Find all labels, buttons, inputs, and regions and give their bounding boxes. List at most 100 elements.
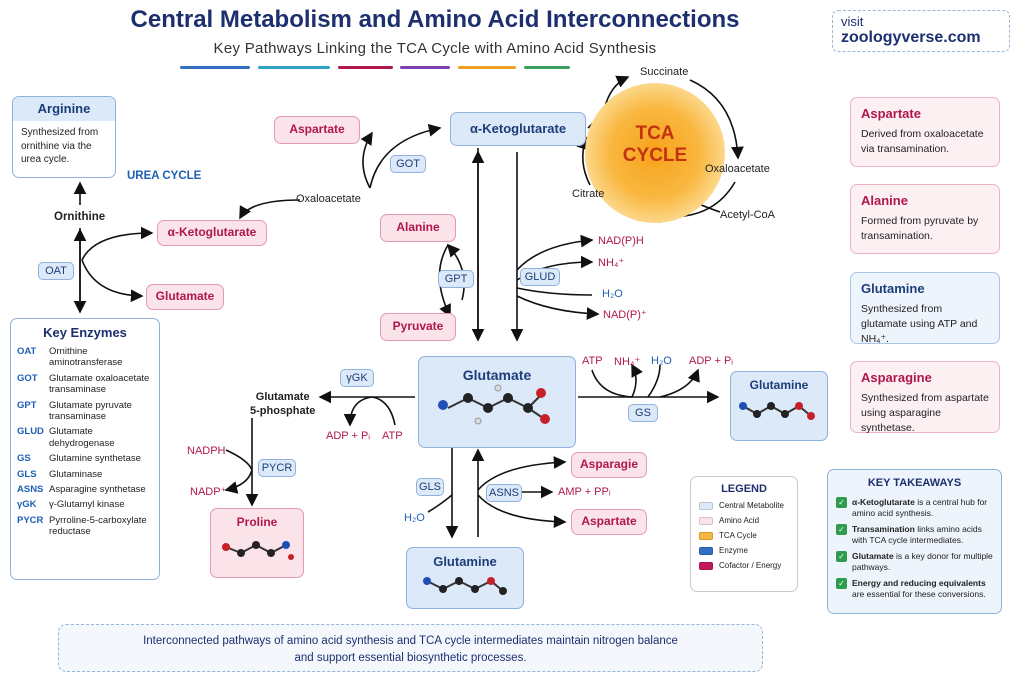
glutamate-center-node[interactable]: Glutamate bbox=[418, 356, 576, 448]
page-title: Central Metabolism and Amino Acid Interc… bbox=[130, 6, 740, 33]
legend-label: Enzyme bbox=[719, 546, 748, 555]
enzyme-abbrev: GPT bbox=[17, 399, 37, 411]
footer-summary: Interconnected pathways of amino acid sy… bbox=[58, 624, 763, 672]
nadp-cofactor: NAD(P)⁺ bbox=[603, 309, 647, 321]
atp-ygk-cofactor: ATP bbox=[382, 430, 403, 442]
glutamine-bottom-molecule-icon bbox=[423, 577, 507, 595]
enzyme-row: GLUD Glutamate dehydrogenase bbox=[17, 426, 153, 449]
key-enzymes-title: Key Enzymes bbox=[43, 325, 127, 340]
takeaway-item: ✓Energy and reducing equivalents are ess… bbox=[836, 578, 993, 600]
alpha-ketoglutarate-node[interactable]: α-Ketoglutarate bbox=[450, 112, 586, 146]
footer-line-1: Interconnected pathways of amino acid sy… bbox=[143, 635, 678, 647]
got-enzyme-tag[interactable]: GOT bbox=[390, 155, 426, 173]
check-icon: ✓ bbox=[836, 551, 847, 563]
glutamate-molecule-icon bbox=[438, 384, 550, 425]
aspartate-bottom-node[interactable]: Aspartate bbox=[571, 509, 647, 535]
legend-item: Cofactor / Energy bbox=[699, 561, 789, 570]
legend-label: Amino Acid bbox=[719, 516, 760, 525]
enzyme-fullname: Glutamate pyruvate transaminase bbox=[49, 399, 132, 422]
nadp-pycr-cofactor: NADP⁺ bbox=[190, 486, 227, 498]
enzyme-fullname: Glutamine synthetase bbox=[49, 453, 141, 465]
enzyme-fullname: γ-Glutamyl kinase bbox=[49, 499, 125, 511]
arginine-desc: Synthesized from ornithine via the urea … bbox=[21, 127, 99, 165]
enzyme-row: γGK γ-Glutamyl kinase bbox=[17, 499, 153, 510]
site-link[interactable]: zoologyverse.com bbox=[841, 29, 981, 46]
enzyme-row: OAT Ornithine aminotransferase bbox=[17, 346, 153, 369]
enzyme-fullname: Pyrroline-5-carboxylate reductase bbox=[49, 514, 147, 538]
nadph-pycr-cofactor: NADPH bbox=[187, 445, 226, 457]
glutamine-right-node[interactable]: Glutamine bbox=[730, 371, 828, 441]
h2o-cofactor: H₂O bbox=[602, 288, 623, 300]
enzyme-fullname: Ornithine aminotransferase bbox=[49, 346, 123, 369]
tca-cycle-circle bbox=[585, 83, 725, 223]
glutamine-bottom-node[interactable]: Glutamine bbox=[406, 547, 524, 609]
adp-gs-cofactor: ADP + Pᵢ bbox=[689, 355, 734, 367]
takeaway-item: ✓Glutamate is a key donor for multiple p… bbox=[836, 551, 993, 573]
glutamate-5-phosphate-node: Glutamate 5-phosphate bbox=[250, 391, 316, 418]
pyruvate-node[interactable]: Pyruvate bbox=[380, 313, 456, 341]
takeaway-text: Transamination links amino acids with TC… bbox=[852, 524, 982, 546]
gpt-enzyme-tag[interactable]: GPT bbox=[438, 270, 474, 288]
enzyme-row: PYCR Pyrroline-5-carboxylate reductase bbox=[17, 515, 153, 538]
glutamine-bottom-label: Glutamine bbox=[433, 554, 497, 569]
glutamate-center-label: Glutamate bbox=[462, 367, 532, 383]
enzyme-abbrev: GOT bbox=[17, 372, 38, 384]
legend-item: Amino Acid bbox=[699, 516, 789, 525]
aspartate-node[interactable]: Aspartate bbox=[274, 116, 360, 144]
legend-swatch bbox=[699, 516, 713, 525]
info-card-title: Glutamine bbox=[861, 281, 925, 296]
color-bar-4 bbox=[400, 66, 450, 69]
legend-item: Enzyme bbox=[699, 546, 789, 555]
ygk-enzyme-tag[interactable]: γGK bbox=[340, 369, 374, 387]
takeaway-item: ✓α-Ketoglutarate is a central hub for am… bbox=[836, 497, 993, 519]
color-bar-3 bbox=[338, 66, 393, 69]
info-card-aspartate: Aspartate Derived from oxaloacetate via … bbox=[850, 97, 1000, 167]
legend-swatch bbox=[699, 501, 713, 510]
enzyme-abbrev: GLUD bbox=[17, 426, 44, 438]
oat-enzyme-tag[interactable]: OAT bbox=[38, 262, 74, 280]
pycr-enzyme-tag[interactable]: PYCR bbox=[258, 459, 296, 477]
glutamine-right-label: Glutamine bbox=[749, 378, 809, 392]
color-bar-6 bbox=[524, 66, 570, 69]
glutamate-left-node[interactable]: Glutamate bbox=[146, 284, 224, 310]
info-card-body: Formed from pyruvate by transamination. bbox=[861, 215, 979, 243]
key-takeaways-panel: KEY TAKEAWAYS ✓α-Ketoglutarate is a cent… bbox=[827, 469, 1002, 614]
color-bar-2 bbox=[258, 66, 330, 69]
info-card-title: Alanine bbox=[861, 193, 908, 208]
legend-label: Central Metabolite bbox=[719, 501, 784, 510]
arginine-card[interactable]: Arginine Synthesized from ornithine via … bbox=[12, 96, 116, 178]
alpha-ketoglutarate-left-node[interactable]: α-Ketoglutarate bbox=[157, 220, 267, 246]
info-card-body: Synthesized from glutamate using ATP and… bbox=[861, 303, 978, 346]
gs-enzyme-tag[interactable]: GS bbox=[628, 404, 658, 422]
page-subtitle: Key Pathways Linking the TCA Cycle with … bbox=[213, 40, 657, 57]
nadph-cofactor: NAD(P)H bbox=[598, 235, 644, 247]
asparagine-node[interactable]: Asparagie bbox=[571, 452, 647, 478]
enzyme-abbrev: γGK bbox=[17, 499, 37, 511]
legend-label: TCA Cycle bbox=[719, 531, 757, 540]
enzyme-abbrev: OAT bbox=[17, 346, 37, 357]
check-icon: ✓ bbox=[836, 524, 847, 536]
oxaloacetate-node: Oxaloacetate bbox=[296, 193, 361, 205]
gls-enzyme-tag[interactable]: GLS bbox=[416, 478, 444, 496]
alanine-node[interactable]: Alanine bbox=[380, 214, 456, 242]
asns-enzyme-tag[interactable]: ASNS bbox=[486, 484, 522, 502]
tca-cycle-label: TCA CYCLE bbox=[622, 123, 688, 166]
footer-line-2: and support essential biosynthetic proce… bbox=[294, 652, 527, 665]
adp-ygk-cofactor: ADP + Pᵢ bbox=[326, 430, 371, 442]
h2o-gs-cofactor: H₂O bbox=[651, 355, 672, 367]
visit-box[interactable]: visit zoologyverse.com bbox=[832, 10, 1010, 52]
enzyme-abbrev: PYCR bbox=[17, 514, 44, 526]
info-card-body: Synthesized from aspartate using asparag… bbox=[861, 392, 989, 435]
amp-cofactor: AMP + PPᵢ bbox=[558, 486, 611, 498]
info-card-glutamine: Glutamine Synthesized from glutamate usi… bbox=[850, 272, 1000, 345]
proline-node[interactable]: Proline bbox=[210, 508, 304, 578]
glud-enzyme-tag[interactable]: GLUD bbox=[520, 268, 560, 286]
glutamine-right-molecule-icon bbox=[739, 402, 815, 420]
enzyme-fullname: Glutamate dehydrogenase bbox=[49, 426, 115, 449]
acetyl-coa-label: Acetyl-CoA bbox=[720, 209, 776, 221]
